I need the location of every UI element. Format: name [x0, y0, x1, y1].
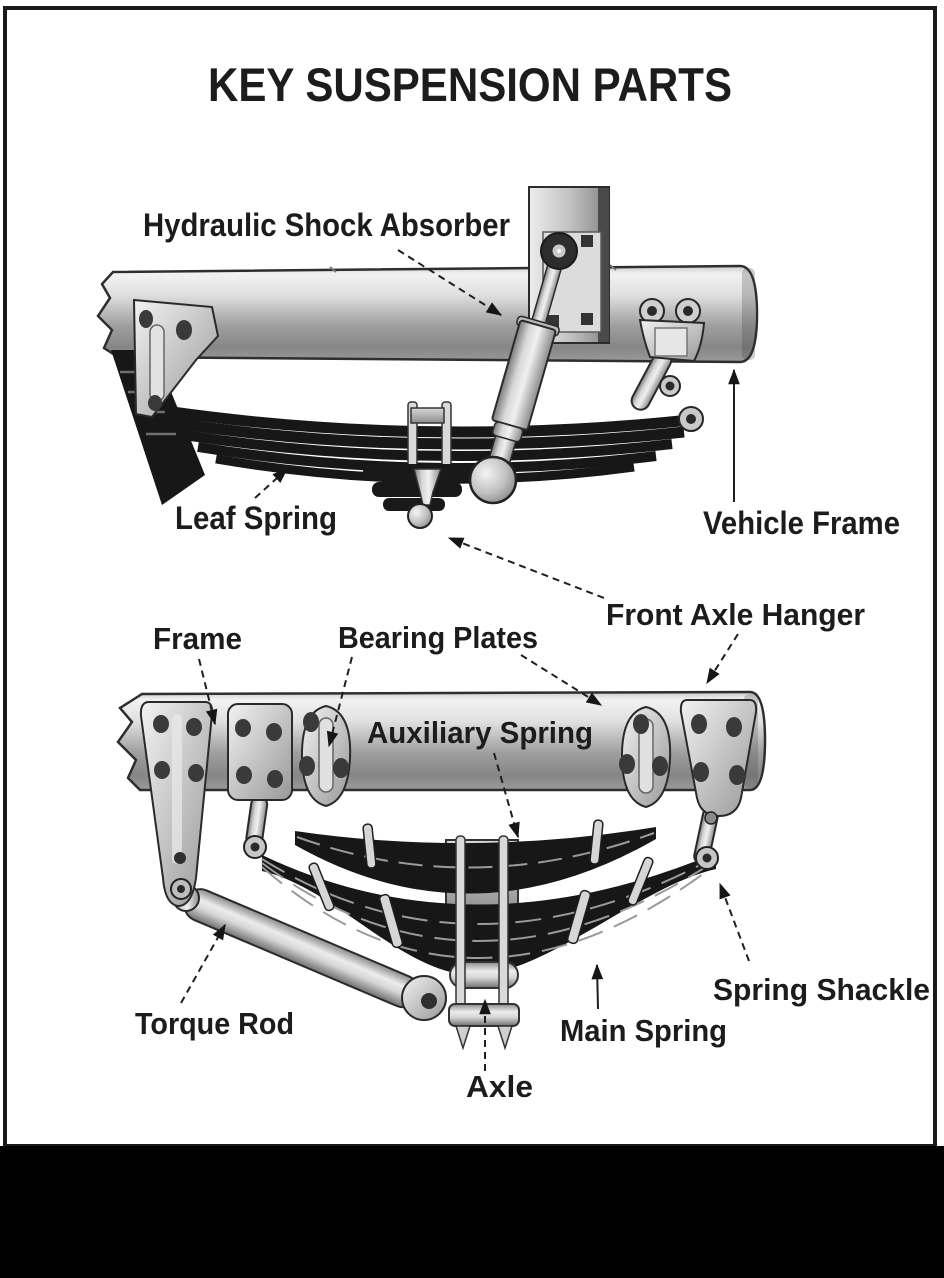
- leaf-spring-drawing: [164, 405, 691, 484]
- leaf-spring-stepped-end: [111, 350, 205, 505]
- u-bolt-thread-end: [454, 1025, 472, 1051]
- rivet: [188, 764, 204, 782]
- leader-lines: [180, 249, 750, 1071]
- leader-torque-rod: [180, 923, 226, 1004]
- label-leaf-spring: Leaf Spring: [175, 500, 337, 536]
- shackle-pin: [704, 811, 718, 825]
- label-front-axle-hanger: Front Axle Hanger: [606, 597, 865, 632]
- rivet: [729, 765, 745, 785]
- upper-u-bolts: [407, 401, 452, 467]
- hanger-slot: [149, 324, 165, 402]
- rivet: [633, 714, 649, 734]
- mount-bolt: [581, 313, 593, 325]
- mount-bolt: [581, 235, 593, 247]
- front-axle-seat: [363, 464, 475, 529]
- rivet: [693, 762, 709, 782]
- spring-clip: [308, 862, 335, 912]
- front-hanger-bracket: [132, 298, 220, 419]
- rivet: [299, 756, 315, 776]
- rivet: [235, 719, 251, 737]
- label-main-spring: Main Spring: [560, 1013, 727, 1048]
- leader-front-axle-hanger-lower: [706, 633, 739, 685]
- page-title: KEY SUSPENSION PARTS: [208, 58, 732, 111]
- upper-frame-rail-end-cap: [742, 268, 755, 360]
- u-bolt-thread-end: [496, 1025, 514, 1051]
- leader-front-axle-hanger-upper: [447, 537, 605, 599]
- label-auxiliary-spring: Auxiliary Spring: [367, 715, 593, 750]
- rivet: [148, 395, 162, 411]
- hanger-hole: [174, 852, 186, 864]
- rivet: [236, 766, 252, 784]
- bearing-plate-right: [619, 705, 672, 809]
- rail-panel-line: [609, 264, 617, 271]
- rivet: [154, 761, 170, 779]
- main-spring-drawing: [261, 853, 716, 975]
- spring-clip: [362, 823, 377, 869]
- spring-clip: [566, 889, 592, 945]
- rivet: [267, 770, 283, 788]
- shock-absorber-drawing: [468, 232, 578, 505]
- shock-lower-ball: [468, 455, 518, 505]
- plate-slot: [318, 717, 334, 793]
- leader-bearing-plates-right: [520, 654, 603, 706]
- rivet: [619, 754, 635, 774]
- upper-suspension-drawing: [96, 186, 759, 529]
- rivet: [153, 715, 169, 733]
- leader-spring-shackle: [719, 882, 750, 962]
- label-spring-shackle: Spring Shackle: [713, 972, 930, 1007]
- label-hydraulic-shock-absorber: Hydraulic Shock Absorber: [143, 207, 510, 243]
- rivet: [652, 756, 668, 776]
- label-torque-rod: Torque Rod: [135, 1006, 294, 1041]
- rail-panel-line: [329, 266, 337, 273]
- rivet: [303, 712, 319, 732]
- leader-main-spring: [591, 963, 604, 1010]
- lower-u-bolts: [455, 835, 509, 1007]
- auxiliary-spring-drawing: [295, 819, 656, 894]
- rivet: [139, 310, 153, 328]
- lower-suspension-drawing: [116, 690, 767, 1051]
- label-bearing-plates: Bearing Plates: [338, 620, 538, 655]
- label-axle: Axle: [466, 1069, 533, 1104]
- rivet: [691, 714, 707, 734]
- hanger-highlight: [172, 714, 182, 864]
- axle-drawing: [448, 1003, 520, 1051]
- bottom-black-bar: [0, 1146, 944, 1278]
- label-frame: Frame: [153, 621, 242, 656]
- rivet: [266, 723, 282, 741]
- leader-bearing-plates-left: [326, 656, 353, 748]
- rivet: [176, 320, 192, 340]
- label-vehicle-frame: Vehicle Frame: [703, 505, 900, 541]
- right-axle-hanger: [679, 699, 758, 865]
- front-spring-hanger: [227, 703, 293, 848]
- leader-hydraulic-shock-absorber: [397, 249, 503, 316]
- rivet: [186, 718, 202, 736]
- spring-clip: [589, 819, 604, 865]
- leader-auxiliary-spring: [493, 752, 520, 839]
- rivet: [726, 717, 742, 737]
- spring-clip: [627, 856, 654, 906]
- spring-clip: [378, 893, 404, 949]
- axle-seat-knob: [407, 503, 433, 529]
- rivet: [333, 758, 349, 778]
- rear-bracket-shackle: [630, 298, 706, 432]
